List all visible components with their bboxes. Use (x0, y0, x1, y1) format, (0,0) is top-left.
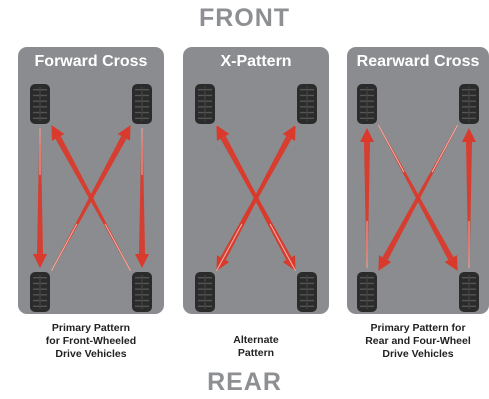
rotation-diagram (195, 84, 317, 312)
tire-rear-left (357, 272, 377, 312)
arrow-front-right-to-rear-left (378, 124, 459, 271)
arrow-rear-left-to-front-right (215, 125, 296, 272)
arrow-rear-left-to-front-right (50, 125, 131, 272)
forward-cross-panel: Forward Cross (18, 47, 164, 314)
tire-front-right (459, 84, 479, 124)
tire-front-left (30, 84, 50, 124)
arrow-rear-right-to-front-left (51, 125, 132, 272)
rotation-diagram (357, 84, 479, 312)
panel-title: Forward Cross (34, 53, 148, 70)
arrow-rear-left-to-front-left (360, 128, 374, 268)
rearward-cross-caption: Primary Pattern for Rear and Four-Wheel … (365, 322, 471, 360)
x-pattern-caption: Alternate Pattern (233, 334, 279, 359)
rearward-cross-panel: Rearward Cross (347, 47, 489, 314)
forward-cross-caption: Primary Pattern for Front-Wheeled Drive … (45, 322, 137, 360)
arrow-front-left-to-rear-left (33, 128, 47, 268)
tire-rear-right (297, 272, 317, 312)
arrow-front-right-to-rear-right (135, 128, 149, 268)
arrow-front-left-to-rear-right (377, 124, 458, 271)
tire-rear-right (132, 272, 152, 312)
tire-rear-left (195, 272, 215, 312)
panel-title: Rearward Cross (356, 53, 480, 70)
arrow-rear-right-to-front-left (216, 125, 297, 272)
arrow-rear-right-to-front-right (462, 128, 476, 268)
front-label: FRONT (198, 4, 291, 32)
x-pattern-panel: X-Pattern (183, 47, 329, 314)
tire-rear-left (30, 272, 50, 312)
panel-title: X-Pattern (220, 53, 292, 70)
rotation-diagram (30, 84, 152, 312)
tire-front-left (195, 84, 215, 124)
tire-rear-right (459, 272, 479, 312)
tire-front-right (297, 84, 317, 124)
rear-label: REAR (207, 368, 282, 396)
tire-front-right (132, 84, 152, 124)
tire-front-left (357, 84, 377, 124)
